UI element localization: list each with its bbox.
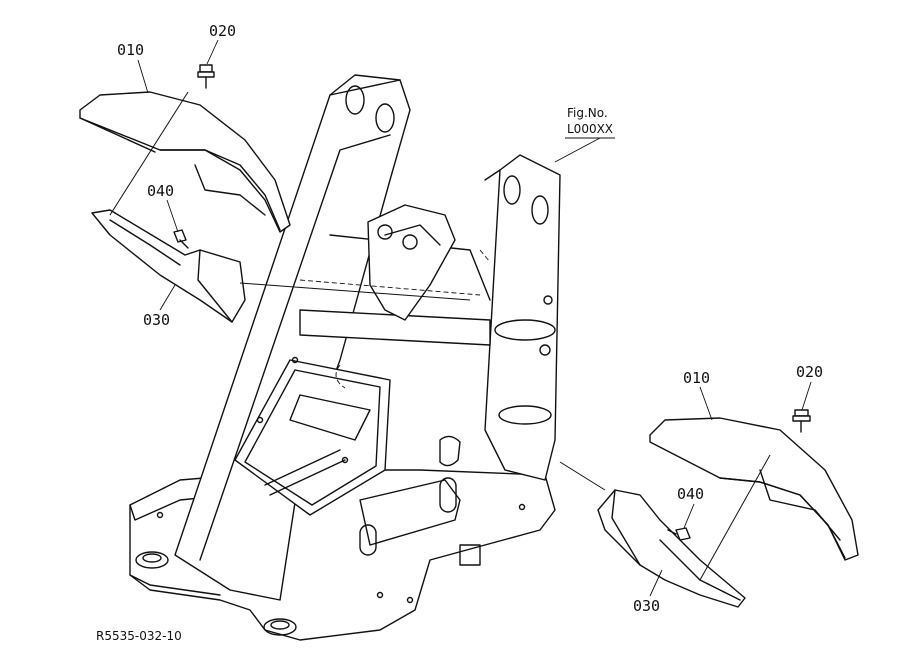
figure-reference: Fig.No. L000XX	[567, 106, 613, 136]
figure-ref-number: L000XX	[567, 122, 613, 136]
callout-right-030: 030	[633, 597, 660, 615]
main-frame	[129, 74, 561, 641]
right-bolt-020	[792, 409, 811, 433]
figure-ref-label: Fig.No.	[567, 106, 608, 120]
right-fender	[649, 417, 859, 561]
callout-right-020: 020	[796, 363, 823, 381]
right-bolt-040	[667, 527, 691, 541]
drawing-code: R5535-032-10	[96, 629, 182, 643]
callout-left-040: 040	[147, 182, 174, 200]
callout-left-010: 010	[117, 41, 144, 59]
left-bolt-040	[173, 229, 189, 249]
callout-right-040: 040	[677, 485, 704, 503]
right-bracket-030	[597, 489, 746, 608]
leader-lines	[109, 39, 812, 597]
callout-labels: 010 020 040 030 010 020 040 030	[117, 22, 823, 615]
left-bracket-030	[91, 209, 246, 323]
left-fender	[79, 91, 291, 233]
callout-right-010: 010	[683, 369, 710, 387]
left-bolt-020	[197, 64, 215, 89]
callout-left-020: 020	[209, 22, 236, 40]
callout-left-030: 030	[143, 311, 170, 329]
